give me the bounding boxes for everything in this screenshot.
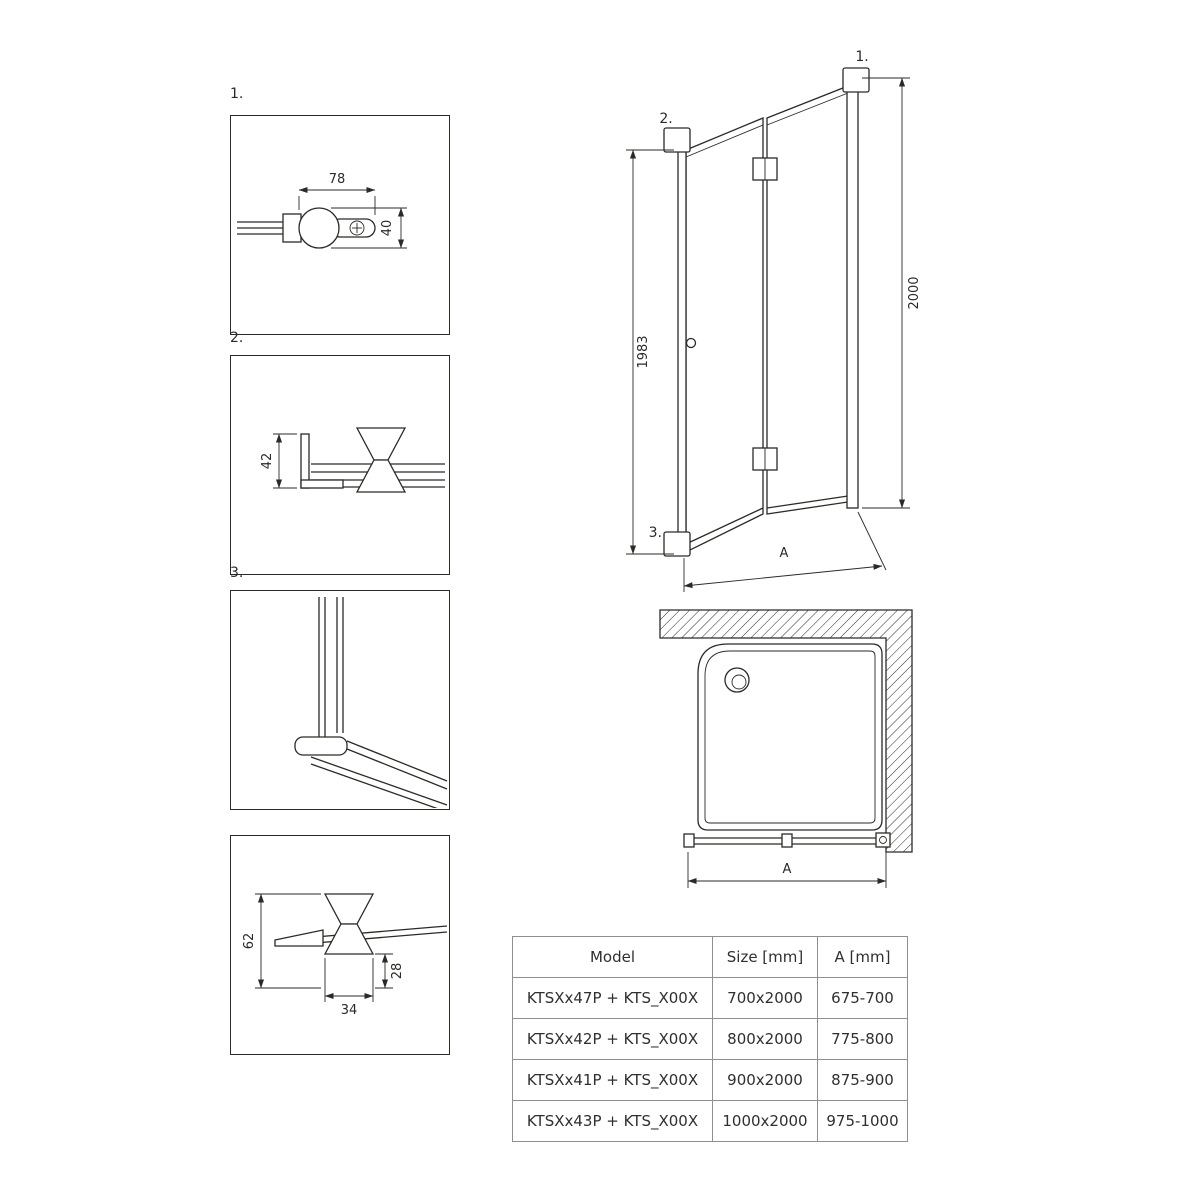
dim-42-label: 42	[260, 453, 275, 470]
table-cell-model: KTSXx43P + KTS_X00X	[512, 1100, 713, 1142]
table-header-row: Model Size [mm] A [mm]	[512, 936, 908, 978]
dim-1983-label: 1983	[636, 335, 651, 368]
table-header-a: A [mm]	[817, 936, 908, 978]
detail-1-dimensions: 78 40	[298, 172, 407, 249]
table-cell-model: KTSXx42P + KTS_X00X	[512, 1018, 713, 1060]
hinge-profile-section	[237, 207, 376, 249]
spec-table: Model Size [mm] A [mm] KTSXx47P + KTS_X0…	[512, 936, 908, 1142]
dim-2000-label: 2000	[907, 276, 922, 309]
wall-profile-section	[300, 427, 445, 493]
dim-height-right: 2000	[862, 77, 922, 509]
detail-4-drawing: 62 28 34	[242, 893, 448, 1018]
table-cell-size: 800x2000	[712, 1018, 818, 1060]
drain-circle	[724, 667, 750, 693]
dim-width-elevation: A	[683, 511, 887, 592]
dim-A-plan-label: A	[783, 862, 792, 877]
table-cell-size: 900x2000	[712, 1059, 818, 1101]
callout-3: 3.	[649, 525, 662, 541]
table-row: KTSXx41P + KTS_X00X 900x2000 875-900	[512, 1059, 908, 1101]
table-row: KTSXx42P + KTS_X00X 800x2000 775-800	[512, 1018, 908, 1060]
dim-78-label: 78	[329, 172, 346, 187]
table-row: KTSXx43P + KTS_X00X 1000x2000 975-1000	[512, 1100, 908, 1142]
dim-40-label: 40	[380, 220, 395, 237]
hinge-bottom	[752, 447, 778, 471]
detail-2-box: 42	[230, 355, 450, 575]
detail-1-number: 1.	[230, 86, 244, 102]
callout-1: 1.	[855, 49, 868, 65]
detail-3-drawing	[294, 597, 448, 813]
wall-profile-bar	[677, 147, 687, 555]
table-header-size: Size [mm]	[712, 936, 818, 978]
corner-profile-section	[294, 597, 448, 813]
dim-A-elevation-label: A	[780, 546, 789, 561]
bracket-top-left	[663, 127, 691, 153]
table-cell-a: 775-800	[817, 1018, 908, 1060]
bracket-top-right	[842, 67, 870, 93]
detail-2-number: 2.	[230, 330, 244, 346]
table-cell-model: KTSXx47P + KTS_X00X	[512, 977, 713, 1019]
bottom-profile-section	[274, 893, 448, 955]
table-cell-size: 1000x2000	[712, 1100, 818, 1142]
door-knob	[685, 337, 697, 349]
table-cell-a: 675-700	[817, 977, 908, 1019]
table-cell-a: 875-900	[817, 1059, 908, 1101]
table-row: KTSXx47P + KTS_X00X 700x2000 675-700	[512, 977, 908, 1019]
bracket-bottom-left	[663, 531, 691, 557]
table-cell-a: 975-1000	[817, 1100, 908, 1142]
table-cell-size: 700x2000	[712, 977, 818, 1019]
detail-2-drawing: 42	[260, 427, 445, 493]
table-cell-model: KTSXx41P + KTS_X00X	[512, 1059, 713, 1101]
dim-34-label: 34	[341, 1003, 358, 1018]
dim-62-label: 62	[242, 933, 257, 950]
detail-4-box: 62 28 34	[230, 835, 450, 1055]
fixed-side-bar	[846, 77, 859, 509]
elevation-drawing: 1. 2. 3. 1983 2000 A	[626, 49, 922, 592]
detail-4-dimensions: 62 28 34	[242, 893, 405, 1018]
detail-1-drawing: 78 40	[237, 172, 407, 249]
door-threshold	[683, 832, 891, 848]
dim-28-label: 28	[390, 963, 405, 980]
shower-tray	[697, 643, 883, 831]
hinge-top	[752, 157, 778, 181]
dim-height-left: 1983	[626, 149, 674, 555]
dim-width-plan: A	[687, 852, 887, 888]
callout-2: 2.	[659, 111, 672, 127]
spec-table-container: Model Size [mm] A [mm] KTSXx47P + KTS_X0…	[512, 936, 908, 1142]
detail-3-number: 3.	[230, 565, 244, 581]
detail-2-dimensions: 42	[260, 433, 297, 489]
glass-panels	[685, 85, 849, 554]
plan-view: A	[640, 600, 940, 904]
detail-1-box: 78 40	[230, 115, 450, 335]
table-header-model: Model	[512, 936, 713, 978]
plan-drawing: A	[659, 609, 913, 888]
detail-3-box	[230, 590, 450, 813]
elevation-view: 1. 2. 3. 1983 2000 A	[600, 40, 940, 604]
